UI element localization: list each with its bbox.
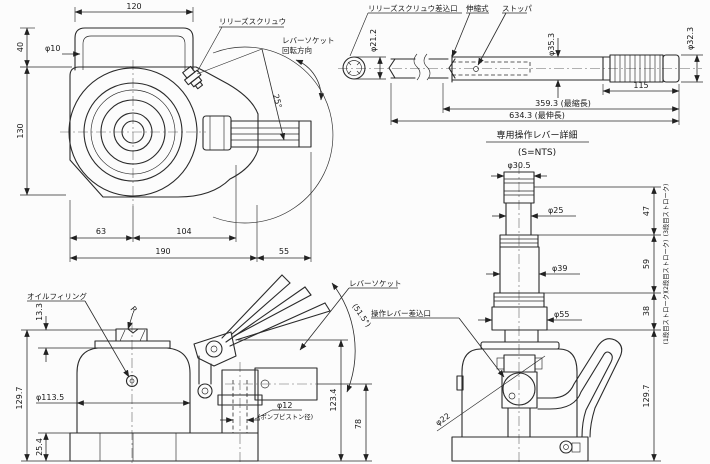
rotation-direction-label-2: 回転方向: [282, 45, 312, 55]
dim-123-4: 123.4: [329, 389, 338, 412]
angle-25-dim: 25°: [271, 93, 283, 109]
stroke1-note: (1段目ストローク): [661, 292, 670, 345]
dim-stroke-59: 59: [642, 259, 651, 269]
dim-phi55: φ55: [554, 310, 569, 319]
oil-filling-label: オイルフィリング: [27, 291, 87, 301]
dim-130: 130: [16, 123, 25, 138]
dim-phi32-3: φ32.3: [686, 27, 695, 50]
dim-104: 104: [176, 227, 191, 236]
lever-socket-label: レバーソケット: [349, 279, 402, 288]
dim-phi10: φ10: [45, 44, 60, 53]
stopper-label: ストッパ: [502, 4, 532, 13]
pump-piston-note: (ポンプピストン径): [258, 412, 313, 421]
dim-phi25: φ25: [548, 206, 563, 215]
dim-phi12: φ12: [277, 401, 292, 410]
dim-phi22: φ22: [434, 411, 452, 427]
dim-129-7-front: 129.7: [15, 387, 24, 410]
dim-13-3: 13.3: [35, 303, 44, 321]
dim-phi21-2: φ21.2: [369, 29, 378, 52]
stroke3-note: (3段目ストローク): [661, 184, 670, 237]
release-screw: [182, 65, 204, 90]
release-screw-port-label: リリーズスクリュウ差込口: [368, 3, 458, 13]
dim-25-4: 25.4: [35, 438, 44, 456]
swing-angle-label: (51.5°): [350, 302, 373, 329]
dim-phi39: φ39: [552, 264, 567, 273]
stroke2-note: (2段目ストローク): [661, 240, 670, 293]
dim-phi35-3: φ35.3: [547, 33, 556, 56]
saddle-radius-label: R: [128, 305, 139, 315]
lever-detail-scale: (S=NTS): [518, 148, 556, 158]
telescopic-label: 伸縮式: [466, 3, 489, 13]
front-view: (51.5°) レバーソケット オイルフィリング R 13.3 129.7 φ1…: [15, 274, 402, 464]
dim-40: 40: [16, 42, 25, 52]
dim-63: 63: [96, 227, 106, 236]
rotation-direction-label-1: レバーソケット: [282, 36, 335, 45]
dim-78: 78: [354, 419, 363, 429]
dim-129-7-side: 129.7: [642, 385, 651, 408]
dim-634-3: 634.3 (最伸長): [509, 110, 565, 120]
lever-detail-view: φ21.2 リリーズスクリュウ差込口 伸縮式 ストッパ: [338, 3, 703, 158]
dim-phi113-5: φ113.5: [36, 393, 64, 402]
plan-view: リリーズスクリュウ レバーソケット 回転方向 25° 120 40 130 φ1…: [16, 2, 335, 262]
dim-115: 115: [633, 81, 648, 90]
dim-359-3: 359.3 (最縮長): [535, 98, 591, 108]
dim-stroke-47: 47: [642, 206, 651, 216]
lever-detail-title: 専用操作レバー詳細: [496, 129, 577, 141]
dim-190: 190: [155, 247, 170, 256]
release-screw-label: リリーズスクリュウ: [219, 16, 286, 26]
dim-55: 55: [279, 247, 289, 256]
operation-lever-port-label: 操作レバー差込口: [371, 308, 431, 318]
dim-phi30-5: φ30.5: [507, 161, 530, 170]
dim-stroke-38: 38: [642, 306, 651, 316]
dim-120: 120: [126, 2, 141, 11]
side-view: 操作レバー差込口 φ22 φ30.5 φ25 φ39 φ55 47 59 38 …: [371, 161, 670, 464]
